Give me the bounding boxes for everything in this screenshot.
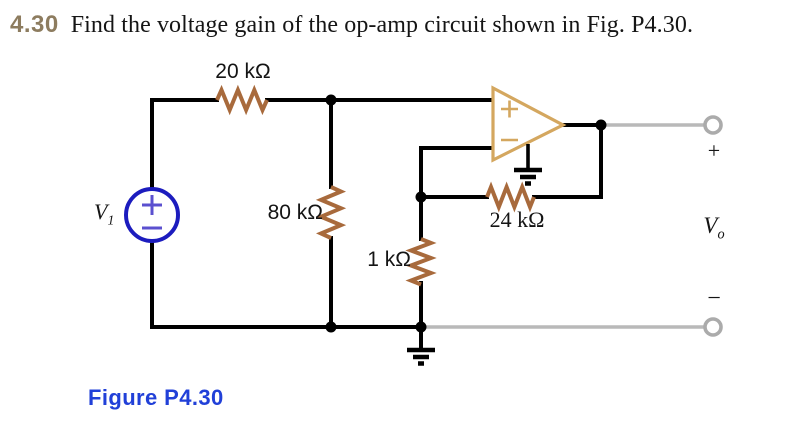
node-bottom-80k xyxy=(325,321,337,333)
voltage-source-v1 xyxy=(124,187,180,243)
problem-number: 4.30 xyxy=(10,11,59,38)
opamp-ground-icon xyxy=(514,144,542,186)
terminal-plus-icon xyxy=(703,115,723,135)
label-resistor-20k: 20 kΩ xyxy=(215,60,271,83)
wire-inverting-input xyxy=(419,146,495,199)
node-bottom-ground xyxy=(415,321,427,333)
resistor-1k xyxy=(405,237,437,287)
resistor-80k xyxy=(315,185,347,240)
label-output-plus: + xyxy=(707,138,721,163)
label-resistor-24k: 24 kΩ xyxy=(489,207,545,232)
figure-caption: Figure P4.30 xyxy=(88,385,224,410)
opamp xyxy=(491,85,567,186)
label-source-v1: V1 xyxy=(94,199,115,228)
resistor-20k xyxy=(215,84,269,116)
node-top xyxy=(325,94,337,106)
label-output-minus: − xyxy=(707,285,721,312)
wire-24k-right xyxy=(532,123,603,199)
label-resistor-1k: 1 kΩ xyxy=(367,248,411,271)
problem-statement: 4.30 Find the voltage gain of the op-amp … xyxy=(10,11,693,39)
node-inverting xyxy=(415,191,427,203)
resistors xyxy=(215,84,536,287)
terminal-minus-icon xyxy=(703,317,723,337)
node-output xyxy=(595,119,607,131)
wires xyxy=(150,98,603,329)
wire-source-top xyxy=(150,98,219,191)
label-output-vo: Vo xyxy=(703,213,725,243)
problem-text: Find the voltage gain of the op-amp circ… xyxy=(70,12,694,38)
opamp-plus-icon xyxy=(501,100,518,118)
ground-icon xyxy=(407,329,435,366)
resistor-24k xyxy=(485,181,536,213)
source-plus-icon xyxy=(142,195,162,215)
nodes xyxy=(325,94,607,333)
label-resistor-80k: 80 kΩ xyxy=(267,201,323,224)
